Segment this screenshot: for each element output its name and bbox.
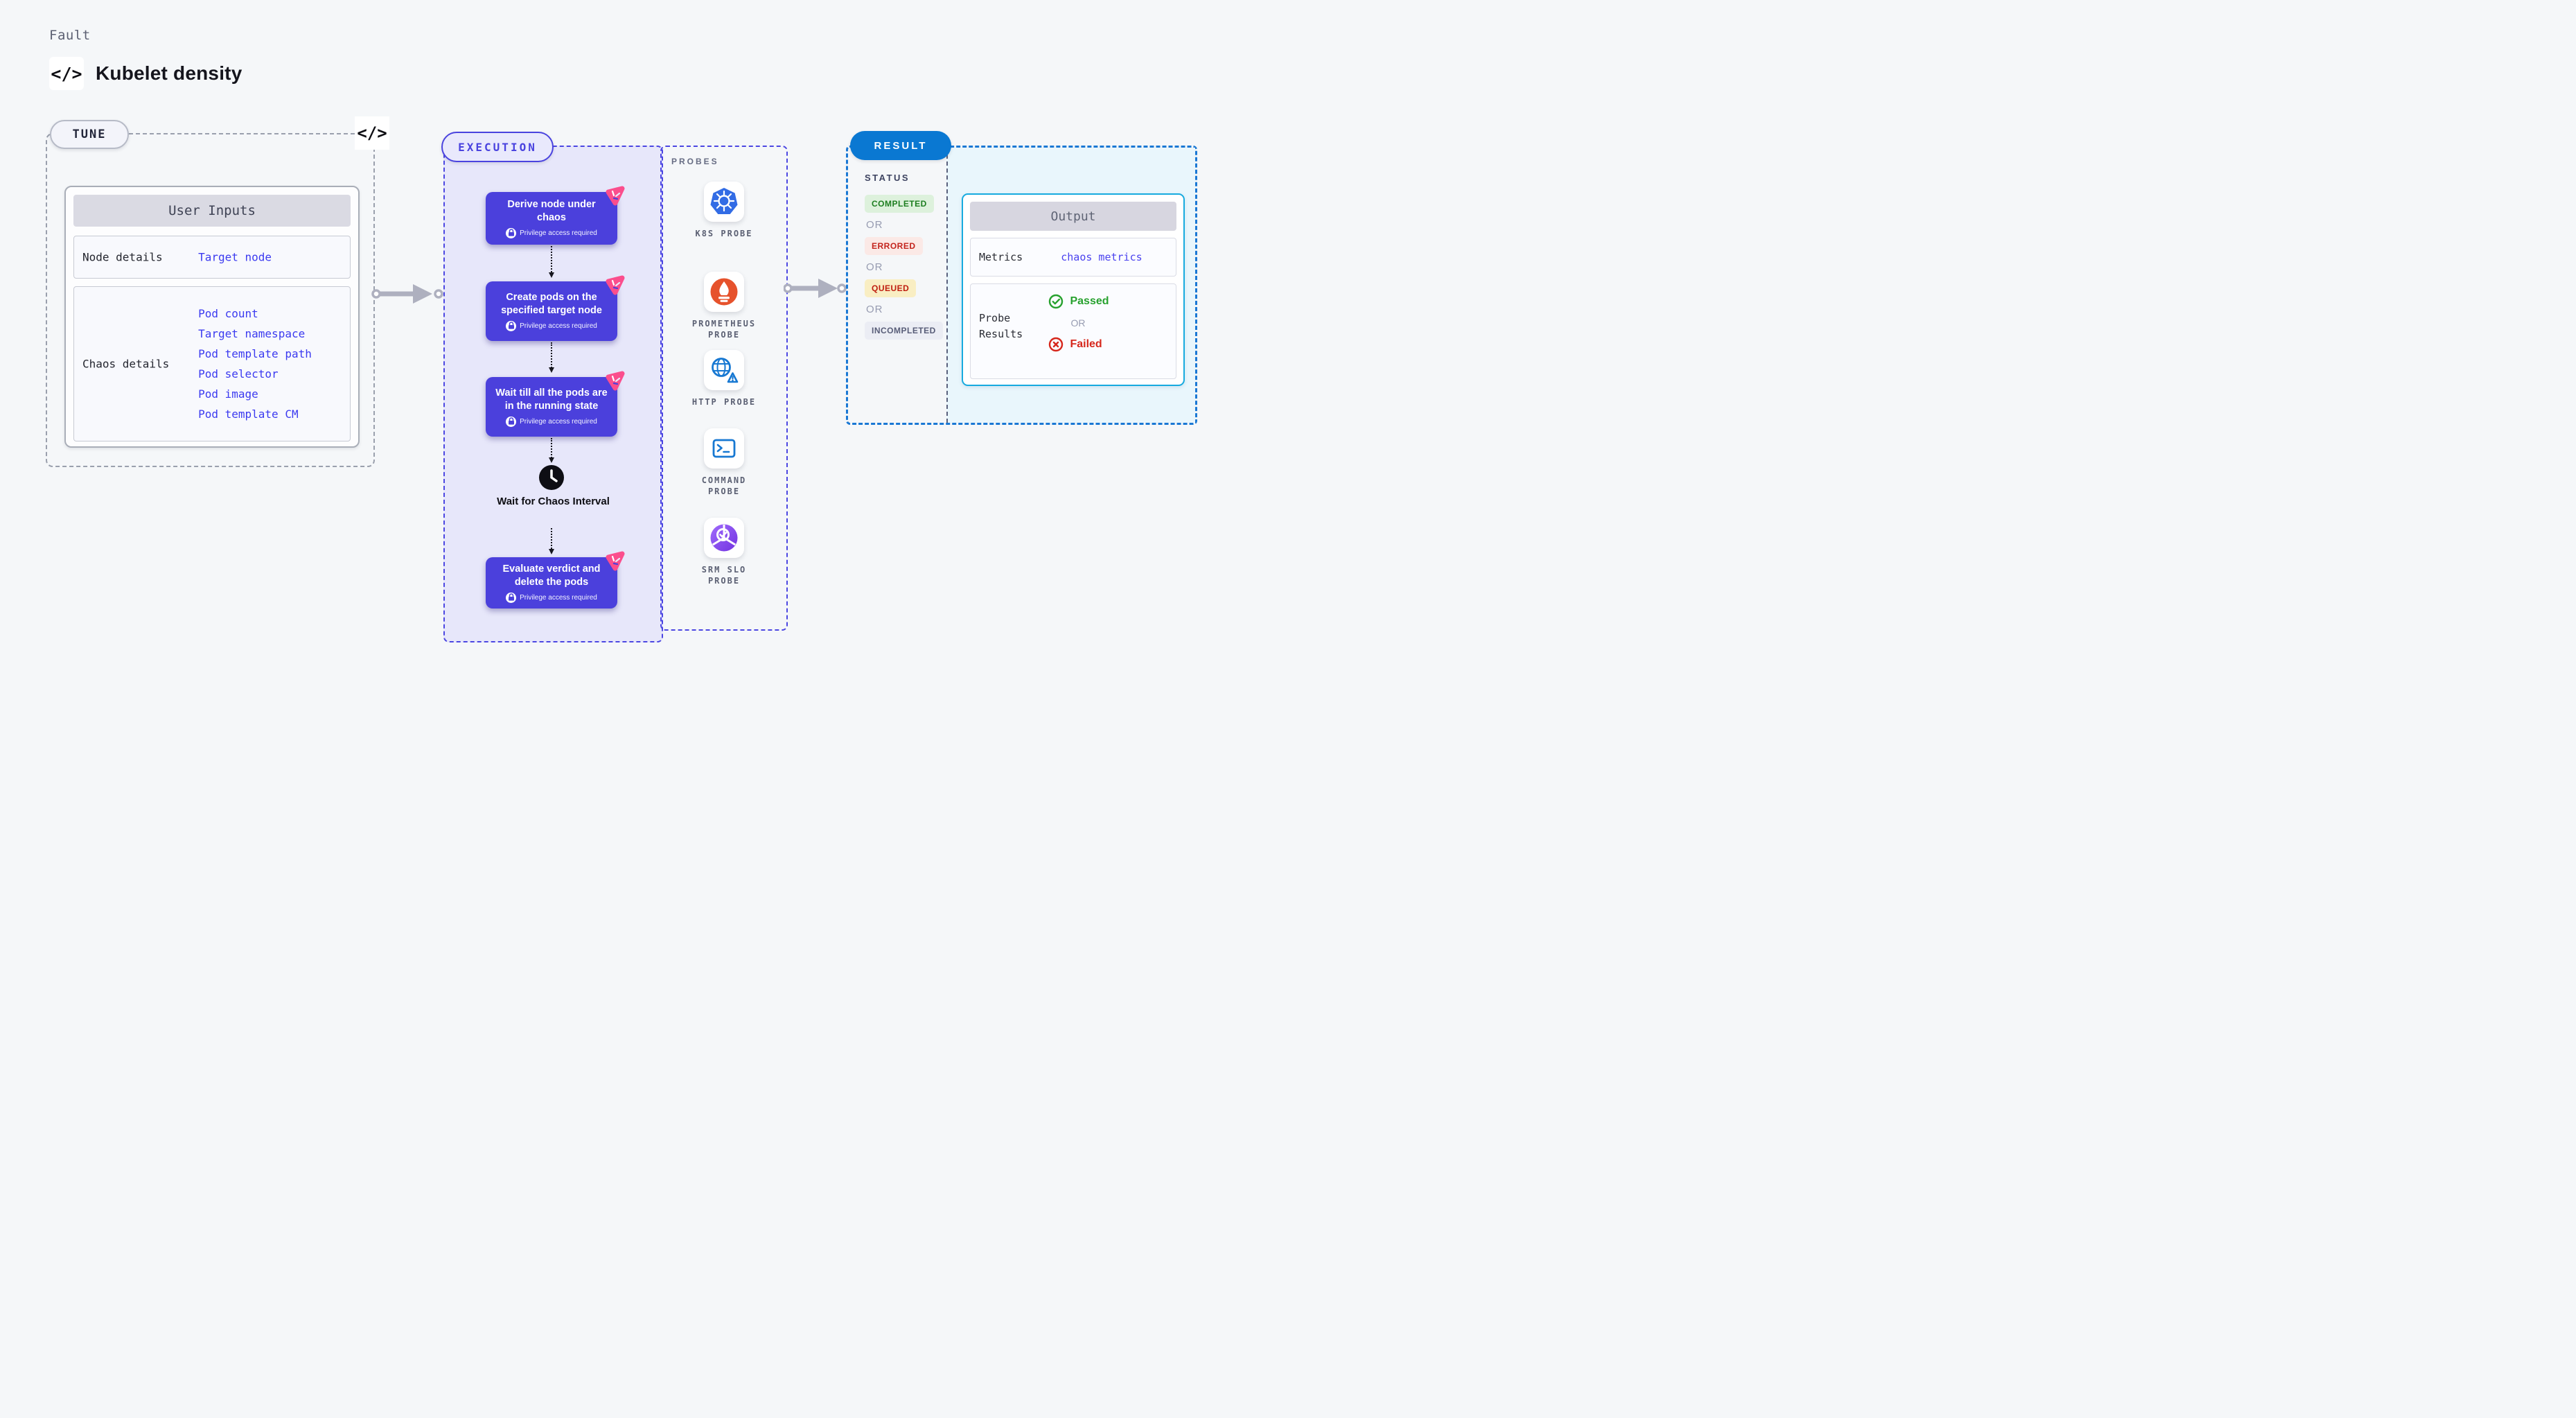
step-title: Evaluate verdict and delete the pods	[502, 563, 601, 588]
probe-name: K8S PROBE	[695, 229, 753, 238]
output-header: Output	[970, 202, 1176, 231]
execution-step-card: Wait till all the pods are in the runnin…	[486, 371, 625, 437]
wait-step-label: Wait for Chaos Interval	[497, 496, 610, 507]
terminal-icon	[704, 428, 744, 469]
lock-icon	[506, 592, 517, 603]
status-column: STATUS COMPLETED OR ERRORED OR QUEUED OR…	[848, 148, 946, 423]
clock-icon	[538, 464, 565, 494]
kubelet-density-fault-diagram: Fault </> Kubelet density TUNE </> User …	[0, 0, 1288, 709]
litmus-chaos-icon	[606, 186, 625, 206]
probe-name: HTTP PROBE	[691, 397, 757, 407]
execution-section-box: Derive node under chaos Privilege access…	[443, 146, 663, 642]
probe-item: PROMETHEUS PROBE	[662, 272, 786, 340]
or-label: OR	[1070, 317, 1086, 329]
execution-step-card: Evaluate verdict and delete the pods Pri…	[486, 551, 625, 609]
flow-connector	[548, 528, 554, 554]
litmus-chaos-icon	[606, 275, 625, 295]
probes-label: PROBES	[671, 157, 719, 166]
or-label: OR	[866, 261, 883, 273]
execution-step-card: Derive node under chaos Privilege access…	[486, 186, 625, 245]
link-target-node[interactable]: Target node	[198, 250, 272, 264]
table-row-chaos-details: Chaos details Pod count Target namespace…	[73, 286, 351, 441]
privilege-note: Privilege access required	[520, 593, 597, 602]
metrics-label: Metrics	[979, 250, 1023, 263]
output-table: Output Metrics chaos metrics Probe Resul…	[962, 193, 1185, 386]
http-globe-icon	[704, 350, 744, 390]
output-panel: Output Metrics chaos metrics Probe Resul…	[946, 148, 1195, 423]
code-icon-connector: </>	[355, 116, 389, 150]
kubernetes-icon	[704, 182, 744, 222]
litmus-chaos-icon	[606, 371, 625, 391]
row-label: Node details	[82, 250, 163, 264]
failed-label: Failed	[1070, 338, 1102, 350]
flow-arrow-icon	[784, 279, 847, 298]
fault-category-label: Fault	[49, 28, 91, 43]
probe-item: HTTP PROBE	[662, 350, 786, 408]
result-section-pill: RESULT	[850, 131, 951, 160]
link-pod-count[interactable]: Pod count	[198, 307, 258, 320]
probe-name: PROMETHEUS PROBE	[691, 319, 757, 340]
tune-section-pill: TUNE	[50, 120, 129, 149]
probe-item: K8S PROBE	[662, 182, 786, 239]
status-badge: INCOMPLETED	[865, 322, 943, 340]
output-row-metrics: Metrics chaos metrics	[970, 238, 1176, 277]
step-title: Wait till all the pods are in the runnin…	[495, 387, 608, 412]
link-pod-selector[interactable]: Pod selector	[198, 367, 279, 380]
user-inputs-table: User Inputs Node details Target node Cha…	[64, 186, 360, 448]
link-pod-template-path[interactable]: Pod template path	[198, 347, 312, 360]
link-pod-image[interactable]: Pod image	[198, 387, 258, 401]
srm-slo-icon	[704, 518, 744, 558]
result-section-box: STATUS COMPLETED OR ERRORED OR QUEUED OR…	[846, 146, 1197, 425]
lock-icon	[506, 227, 517, 238]
flow-connector	[548, 246, 554, 278]
status-label: STATUS	[865, 173, 910, 183]
tune-section-box	[46, 133, 375, 467]
page-title: Kubelet density	[96, 62, 242, 84]
table-row-node-details: Node details Target node	[73, 236, 351, 279]
code-icon: </>	[49, 57, 84, 90]
lock-icon	[506, 320, 517, 331]
probe-name: COMMAND PROBE	[701, 475, 747, 497]
step-title: Derive node under chaos	[507, 199, 596, 223]
or-label: OR	[866, 304, 883, 315]
link-target-namespace[interactable]: Target namespace	[198, 327, 306, 340]
flow-arrow-icon	[371, 284, 443, 304]
lock-icon	[506, 416, 517, 427]
metrics-value[interactable]: chaos metrics	[1061, 251, 1143, 263]
output-row-probe-results: Probe Results Passed OR	[970, 283, 1176, 379]
link-pod-template-cm[interactable]: Pod template CM	[198, 408, 299, 421]
passed-label: Passed	[1070, 295, 1109, 307]
privilege-note: Privilege access required	[520, 229, 597, 237]
probe-item: COMMAND PROBE	[662, 428, 786, 497]
probe-name: SRM SLO PROBE	[701, 565, 747, 586]
probe-item: SRM SLO PROBE	[662, 518, 786, 586]
prometheus-icon	[704, 272, 744, 312]
privilege-note: Privilege access required	[520, 417, 597, 426]
row-label: Chaos details	[82, 357, 170, 371]
x-circle-icon	[1049, 337, 1064, 352]
or-label: OR	[866, 219, 883, 231]
probe-results-label: Probe Results	[979, 312, 1023, 340]
probes-section-box: PROBES K8S PROBE	[660, 146, 788, 631]
status-badge: COMPLETED	[865, 195, 934, 213]
flow-connector	[548, 342, 554, 373]
user-inputs-header: User Inputs	[73, 195, 351, 227]
privilege-note: Privilege access required	[520, 322, 597, 330]
status-badge: QUEUED	[865, 279, 917, 297]
flow-connector	[548, 438, 554, 463]
step-title: Create pods on the specified target node	[501, 292, 602, 316]
litmus-chaos-icon	[606, 551, 625, 571]
check-circle-icon	[1049, 294, 1064, 309]
status-badge: ERRORED	[865, 237, 923, 255]
execution-section-pill: EXECUTION	[441, 132, 554, 162]
execution-step-card: Create pods on the specified target node…	[486, 275, 625, 341]
